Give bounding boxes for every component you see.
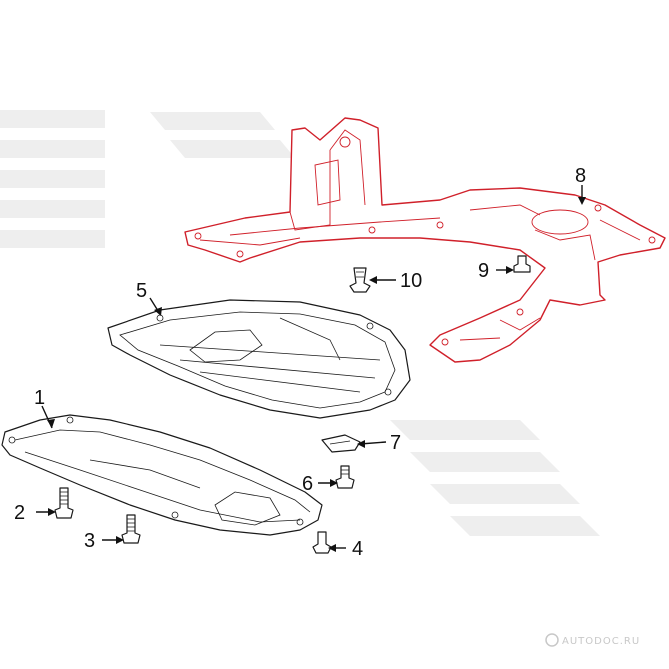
fastener-part-6: [335, 465, 355, 489]
label-part-10: 10: [400, 270, 422, 292]
fastener-part-4: [312, 531, 332, 554]
leader-lines: [36, 185, 586, 552]
label-part-8: 8: [575, 165, 586, 187]
label-part-7: 7: [390, 432, 401, 454]
label-part-4: 4: [352, 538, 363, 560]
label-part-6: 6: [302, 473, 313, 495]
label-part-5: 5: [136, 280, 147, 302]
undercover-part-1: [1, 414, 323, 536]
fastener-part-2: [54, 487, 74, 519]
undercover-part-5: [107, 299, 411, 419]
watermark-text: AUTODOC.RU: [562, 636, 640, 647]
subframe-part-8: [184, 117, 666, 363]
fastener-part-10: [349, 267, 371, 293]
label-part-1: 1: [34, 387, 45, 409]
watermark-background: [0, 110, 600, 536]
fastener-part-9: [513, 255, 531, 273]
label-part-2: 2: [14, 502, 25, 524]
label-part-9: 9: [478, 260, 489, 282]
fastener-part-3: [121, 514, 141, 544]
watermark-logo: AUTODOC.RU: [545, 633, 640, 647]
label-part-3: 3: [84, 530, 95, 552]
fastener-part-7: [321, 434, 361, 453]
